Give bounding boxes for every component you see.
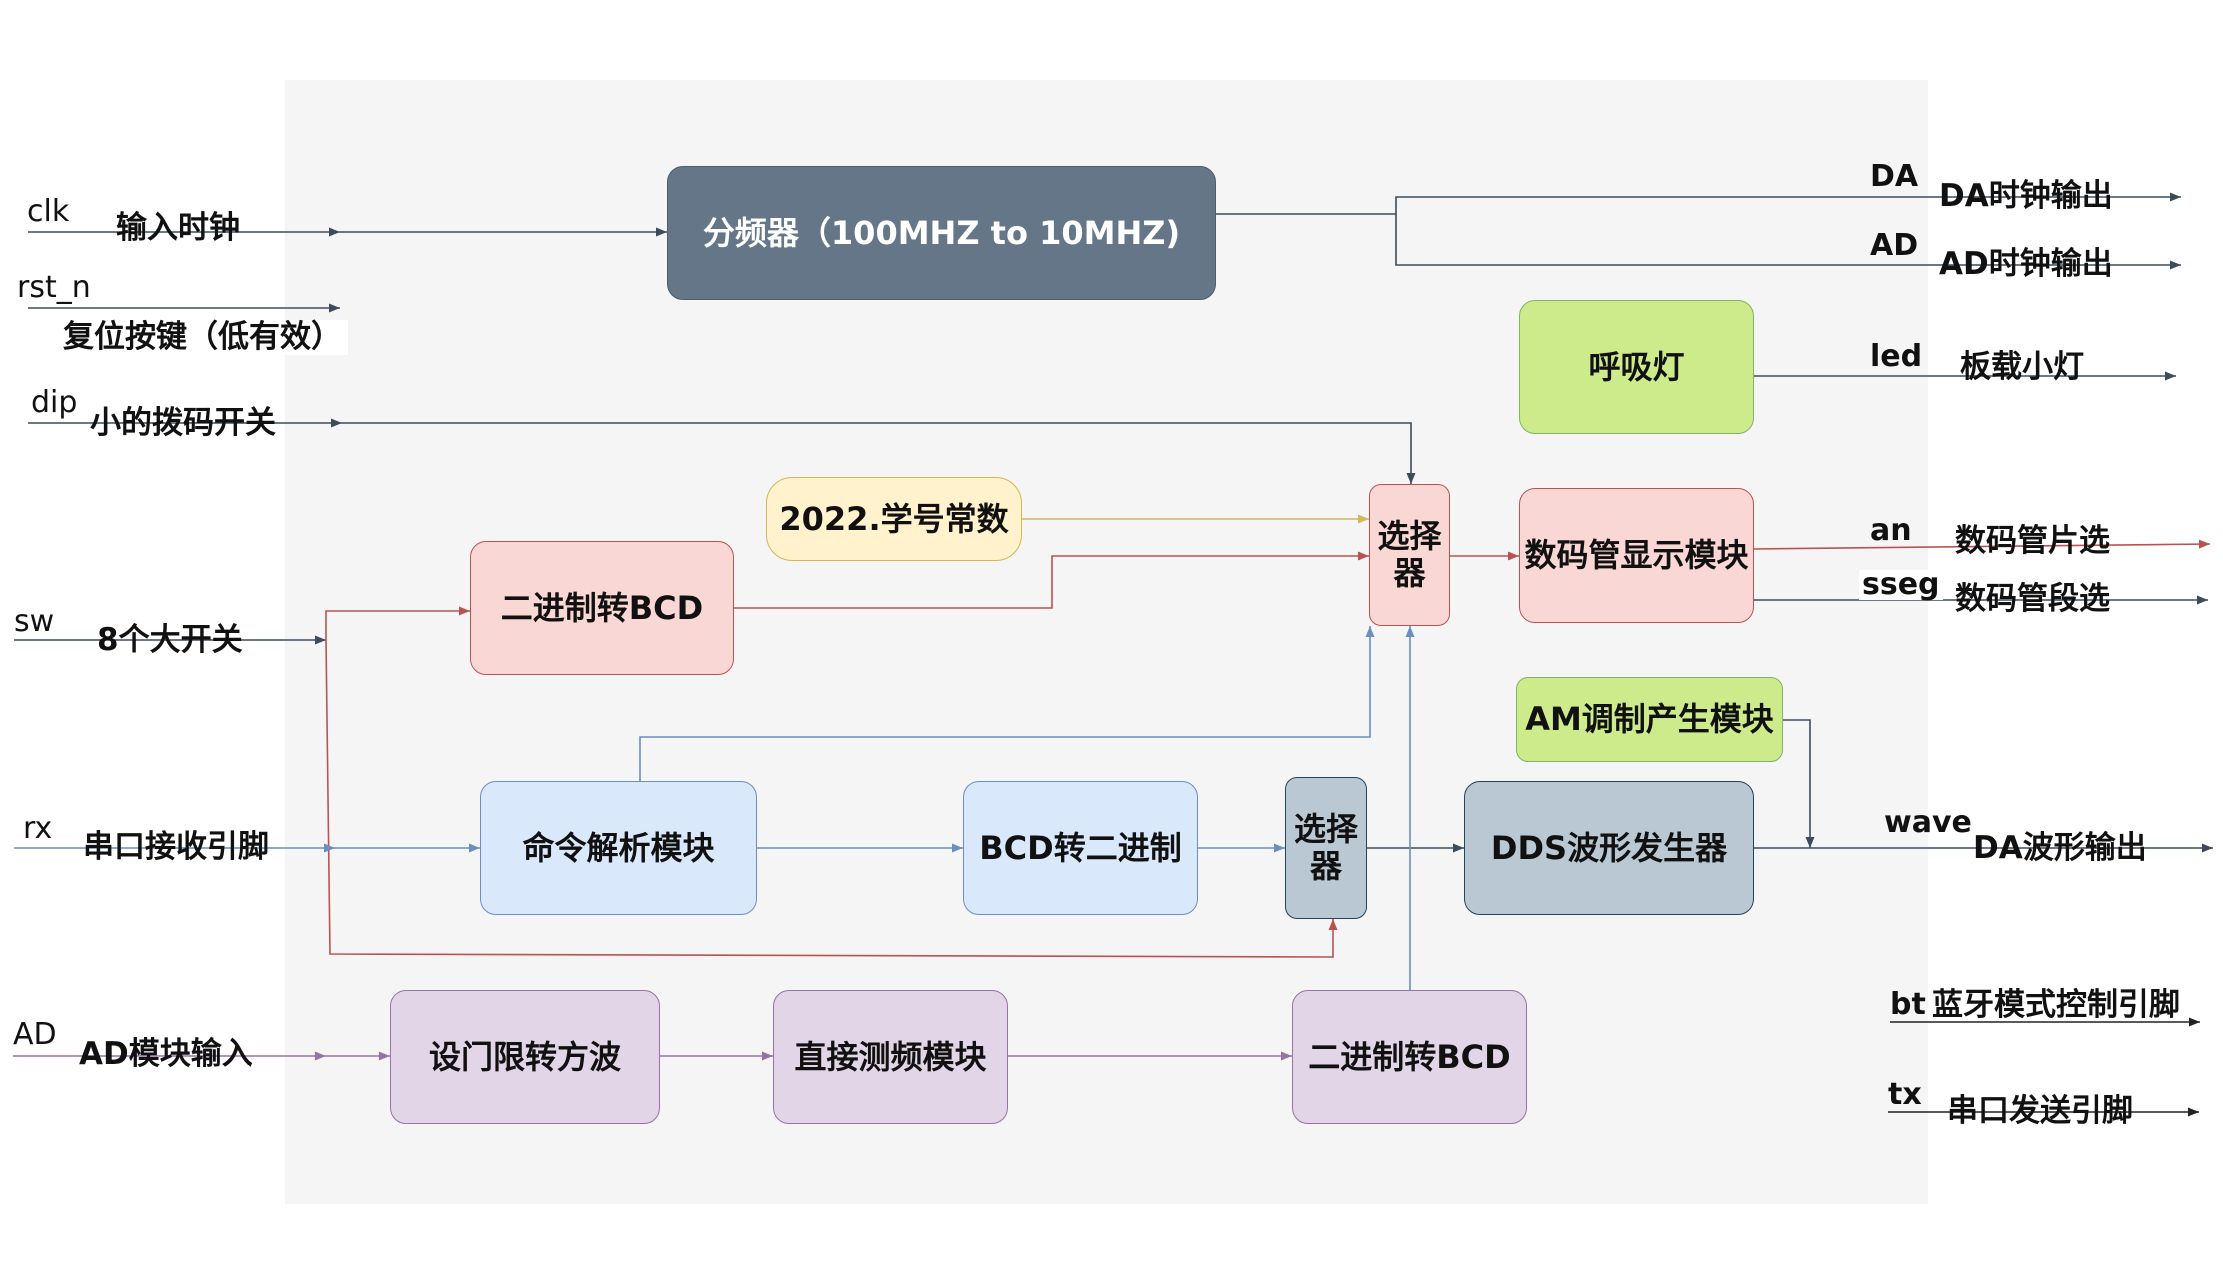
- output-da-signal: DA: [1870, 159, 1919, 194]
- bcd-to-selector1-connector-arrowhead: [1358, 551, 1369, 561]
- breath-to-led-connector-arrowhead: [2165, 371, 2176, 381]
- frequency-measure-node: 直接测频模块: [773, 990, 1008, 1124]
- output-an-signal: an: [1870, 513, 1912, 548]
- command-parser-node: 命令解析模块: [480, 781, 757, 915]
- bcd2bin-to-selector2-connector-arrowhead: [1274, 843, 1285, 853]
- input-rx-signal: rx: [23, 811, 53, 846]
- output-tx-signal: tx: [1888, 1077, 1922, 1112]
- bcd-to-selector1-connector: [734, 555, 1369, 609]
- divider-to-da-connector: [1216, 196, 2181, 215]
- output-wave-signal: wave: [1884, 805, 1972, 840]
- bt-wire-arrowhead: [2189, 1017, 2200, 1027]
- clk-to-divider-connector-arrowhead: [656, 227, 667, 237]
- input-ad-desc: AD模块输入: [79, 1036, 253, 1072]
- selector-node-1: 选择 器: [1369, 484, 1450, 626]
- threshold-square-node: 设门限转方波: [390, 990, 660, 1124]
- output-ad-signal: AD: [1870, 228, 1919, 263]
- selector2-to-dds-connector-arrowhead: [1453, 843, 1464, 853]
- breathing-light-node: 呼吸灯: [1519, 300, 1754, 434]
- input-rst-signal: rst_n: [17, 270, 91, 305]
- input-rst-desc: 复位按键（低有效）: [57, 320, 348, 355]
- clk-wire-arrowhead: [329, 227, 340, 237]
- seg-to-sseg-connector-arrowhead: [2197, 595, 2208, 605]
- input-dip-signal: dip: [31, 385, 78, 420]
- const-to-selector1-connector-arrowhead: [1358, 514, 1369, 524]
- output-ad-desc: AD时钟输出: [1939, 246, 2113, 282]
- input-sw-signal: sw: [14, 604, 55, 639]
- dds-to-wave-connector-arrowhead: [2202, 843, 2213, 853]
- dip-wire-arrowhead: [331, 418, 342, 428]
- output-an-desc: 数码管片选: [1955, 523, 2110, 559]
- bin2bcd2-to-selector1-connector-arrowhead: [1405, 626, 1415, 637]
- dip-to-selector-connector-arrowhead: [1406, 473, 1416, 484]
- rx-wire-arrowhead: [324, 843, 335, 853]
- sw-to-selector2-connector-arrowhead: [1328, 919, 1338, 930]
- selector-node-2: 选择 器: [1285, 777, 1367, 919]
- am-modulation-node: AM调制产生模块: [1516, 677, 1783, 762]
- seg-to-an-connector: [1753, 543, 2211, 550]
- output-sseg-signal: sseg: [1859, 570, 1943, 600]
- input-clk-signal: clk: [27, 194, 70, 229]
- rx-to-cmd-connector-arrowhead: [469, 843, 480, 853]
- output-tx-desc: 串口发送引脚: [1947, 1093, 2133, 1129]
- input-clk-desc: 输入时钟: [116, 210, 240, 246]
- output-sseg-desc: 数码管段选: [1955, 581, 2110, 617]
- cmd-to-selector1-connector: [639, 626, 1371, 781]
- sw-to-bcd-connector: [325, 610, 470, 640]
- output-wave-desc: DA波形输出: [1973, 830, 2147, 866]
- output-bt-signal: bt: [1890, 987, 1926, 1022]
- dds-generator-node: DDS波形发生器: [1464, 781, 1754, 915]
- bcd-to-binary-node: BCD转二进制: [963, 781, 1198, 915]
- am-to-wave-connector-arrowhead: [1805, 837, 1815, 848]
- binary-to-bcd-node-1: 二进制转BCD: [470, 541, 734, 675]
- ad-wire-arrowhead: [315, 1051, 326, 1061]
- segment-display-node: 数码管显示模块: [1519, 488, 1754, 623]
- output-led-desc: 板载小灯: [1960, 349, 2084, 385]
- selector1-to-seg-connector-arrowhead: [1508, 551, 1519, 561]
- cmd-to-bcd2bin-connector-arrowhead: [952, 843, 963, 853]
- divider-to-ad-connector: [1395, 214, 2181, 266]
- cmd-to-selector1-connector-arrowhead: [1365, 626, 1375, 637]
- sw-to-bcd-connector-arrowhead: [459, 606, 470, 616]
- constant-node: 2022.学号常数: [766, 477, 1022, 561]
- output-da-desc: DA时钟输出: [1939, 178, 2113, 214]
- input-rx-desc: 串口接收引脚: [83, 829, 269, 865]
- sw-wire-arrowhead: [315, 635, 326, 645]
- square-to-freq-connector-arrowhead: [762, 1051, 773, 1061]
- input-dip-desc: 小的拨码开关: [90, 405, 276, 441]
- divider-to-da-connector-arrowhead: [2170, 192, 2181, 202]
- freq-to-bin2bcd2-connector-arrowhead: [1281, 1051, 1292, 1061]
- sw-to-selector2-connector: [325, 639, 1334, 958]
- output-led-signal: led: [1870, 339, 1923, 374]
- dip-to-selector-connector: [342, 422, 1412, 484]
- seg-to-an-connector-arrowhead: [2198, 539, 2210, 549]
- binary-to-bcd-node-2: 二进制转BCD: [1292, 990, 1527, 1124]
- am-to-wave-connector: [1783, 719, 1811, 848]
- output-bt-desc: 蓝牙模式控制引脚: [1932, 987, 2180, 1023]
- rst-wire-arrowhead: [329, 303, 340, 313]
- input-sw-desc: 8个大开关: [97, 622, 243, 658]
- tx-wire-arrowhead: [2188, 1107, 2199, 1117]
- input-ad-signal: AD: [13, 1017, 57, 1052]
- divider-to-ad-connector-arrowhead: [2170, 260, 2181, 270]
- divider-node: 分频器（100MHZ to 10MHZ): [667, 166, 1216, 300]
- ad-to-square-connector-arrowhead: [379, 1051, 390, 1061]
